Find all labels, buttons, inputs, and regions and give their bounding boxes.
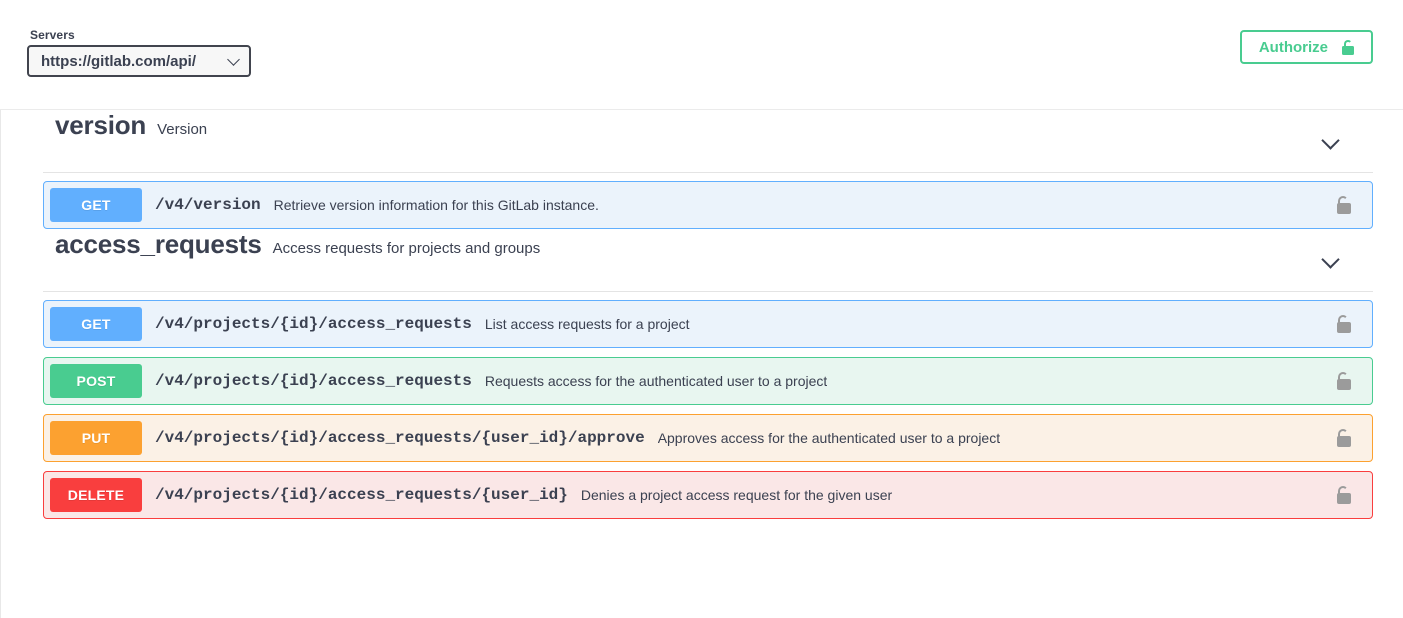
method-badge: GET [50,307,142,341]
chevron-down-icon[interactable] [1321,250,1341,269]
operation-path: /v4/version [155,196,261,214]
chevron-down-icon [227,53,240,66]
tag-header-version[interactable]: version Version [0,110,1403,172]
operation-summary: List access requests for a project [484,316,690,332]
method-badge: PUT [50,421,142,455]
operation-summary: Requests access for the authenticated us… [484,373,828,389]
tag-section-access-requests: access_requests Access requests for proj… [0,229,1403,519]
tag-divider [43,291,1373,292]
operation-list-version: GET /v4/version Retrieve version informa… [0,181,1403,229]
lock-open-icon[interactable] [1336,429,1352,447]
method-badge: DELETE [50,478,142,512]
operation-row[interactable]: POST /v4/projects/{id}/access_requests R… [43,357,1373,405]
method-badge: GET [50,188,142,222]
scheme-container: Servers https://gitlab.com/api/ Authoriz… [0,0,1403,110]
operation-summary: Approves access for the authenticated us… [657,430,1001,446]
lock-open-icon[interactable] [1336,486,1352,504]
tag-description: Version [157,121,208,138]
operation-path: /v4/projects/{id}/access_requests/{user_… [155,486,568,504]
operation-path: /v4/projects/{id}/access_requests/{user_… [155,429,645,447]
method-badge: POST [50,364,142,398]
operation-list-access-requests: GET /v4/projects/{id}/access_requests Li… [0,300,1403,519]
servers-label: Servers [30,28,75,42]
authorize-wrapper: Authorize [1239,30,1373,64]
api-operations-container: version Version GET /v4/version Retrieve… [0,110,1403,519]
chevron-down-icon[interactable] [1321,131,1341,150]
authorize-button[interactable]: Authorize [1239,30,1373,64]
operation-path: /v4/projects/{id}/access_requests [155,372,472,390]
operation-row[interactable]: PUT /v4/projects/{id}/access_requests/{u… [43,414,1373,462]
lock-open-icon[interactable] [1336,315,1352,333]
tag-divider [43,172,1373,173]
tag-name: version [55,110,147,140]
tag-section-version: version Version GET /v4/version Retrieve… [0,110,1403,229]
tag-name: access_requests [55,229,262,259]
operation-row[interactable]: GET /v4/projects/{id}/access_requests Li… [43,300,1373,348]
operation-row[interactable]: GET /v4/version Retrieve version informa… [43,181,1373,229]
authorize-button-label: Authorize [1258,38,1328,56]
operation-summary: Denies a project access request for the … [580,487,893,503]
operation-row[interactable]: DELETE /v4/projects/{id}/access_requests… [43,471,1373,519]
lock-open-icon[interactable] [1336,196,1352,214]
server-select[interactable]: https://gitlab.com/api/ [27,45,251,77]
server-select-value: https://gitlab.com/api/ [41,52,197,70]
operation-summary: Retrieve version information for this Gi… [273,197,599,213]
servers-block: Servers https://gitlab.com/api/ [27,28,251,77]
lock-open-icon [1342,39,1354,55]
tag-description: Access requests for projects and groups [272,240,541,257]
lock-open-icon[interactable] [1336,372,1352,390]
tag-header-access-requests[interactable]: access_requests Access requests for proj… [0,229,1403,291]
left-edge-divider [0,8,1,618]
operation-path: /v4/projects/{id}/access_requests [155,315,472,333]
